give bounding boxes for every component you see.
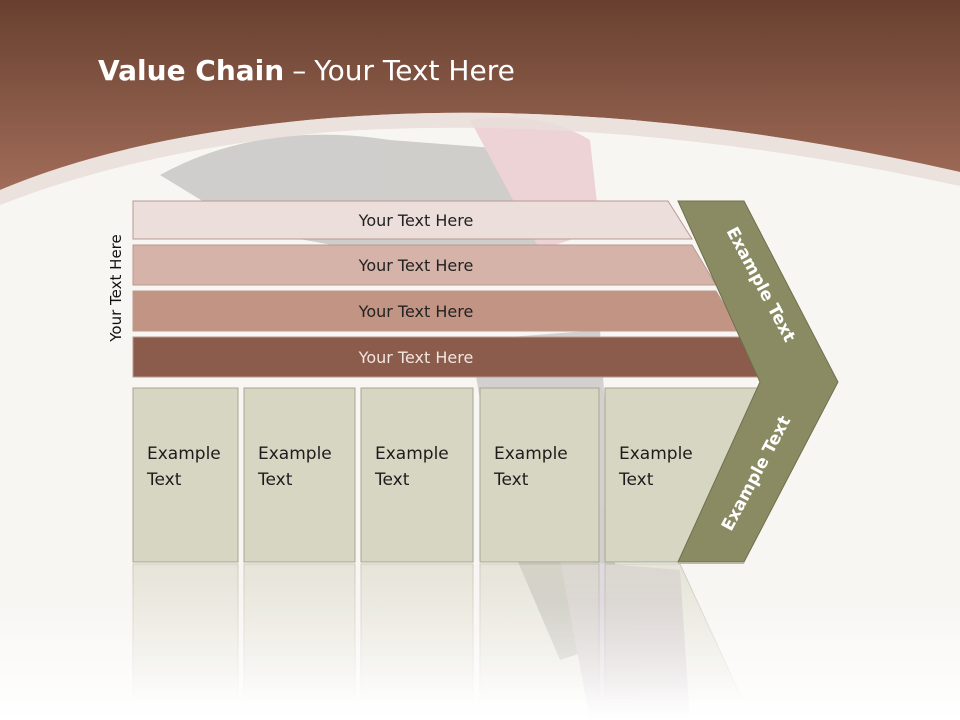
reflection: ExampleTextExampleTextExampleTextExample… [132, 436, 810, 720]
primary-activities: ExampleTextExampleTextExampleTextExample… [132, 387, 761, 563]
title-separator: – [292, 54, 307, 87]
primary-activity-reflection-label: Example [147, 454, 221, 474]
support-row-label: Your Text Here [358, 302, 474, 321]
primary-activity-box [243, 563, 356, 720]
primary-activity-label: Example [619, 444, 693, 464]
primary-activity-label: Example [375, 444, 449, 464]
header-swoosh [0, 112, 960, 205]
primary-activity-reflection-label: Example [498, 454, 572, 474]
primary-activity-label: Text [493, 470, 529, 490]
title-rest: Your Text Here [314, 54, 515, 87]
slide-title: Value Chain–Your Text Here [98, 54, 515, 87]
primary-activity-reflection-label: Text [146, 480, 182, 500]
primary-activity-box [132, 563, 239, 720]
primary-activity-label: Text [257, 470, 293, 490]
primary-activity-box [360, 387, 474, 563]
primary-activity-label: Text [618, 470, 654, 490]
support-row-label: Your Text Here [358, 256, 474, 275]
primary-activity-reflection-label: Text [374, 480, 410, 500]
support-row-label: Your Text Here [358, 348, 474, 367]
primary-activity-box [243, 387, 356, 563]
primary-activity-label: Text [146, 470, 182, 490]
header-banner [0, 0, 960, 190]
chevron-reflection [678, 436, 810, 564]
primary-activity-reflection-label: Text [618, 480, 654, 500]
primary-activity-label: Example [494, 444, 568, 464]
primary-activity-reflection-label: Example [619, 454, 693, 474]
primary-activity-reflection-label: Example [259, 454, 333, 474]
primary-activity-reflection-label: Text [258, 480, 294, 500]
primary-activity-reflection-label: Example [375, 454, 449, 474]
support-row-1 [132, 200, 693, 240]
primary-activity-box [479, 387, 600, 563]
primary-activity-box [132, 387, 239, 563]
primary-activity-label: Text [374, 470, 410, 490]
title-bold: Value Chain [98, 54, 285, 87]
primary-activity-box [479, 563, 600, 720]
primary-activity-label: Example [147, 444, 221, 464]
primary-activity-reflection-label: Text [497, 480, 533, 500]
reflection-mirror [132, 436, 810, 720]
primary-activity-box [360, 563, 474, 720]
primary-activity-box [604, 563, 753, 720]
support-row-label: Your Text Here [358, 211, 474, 230]
primary-activity-label: Example [258, 444, 332, 464]
